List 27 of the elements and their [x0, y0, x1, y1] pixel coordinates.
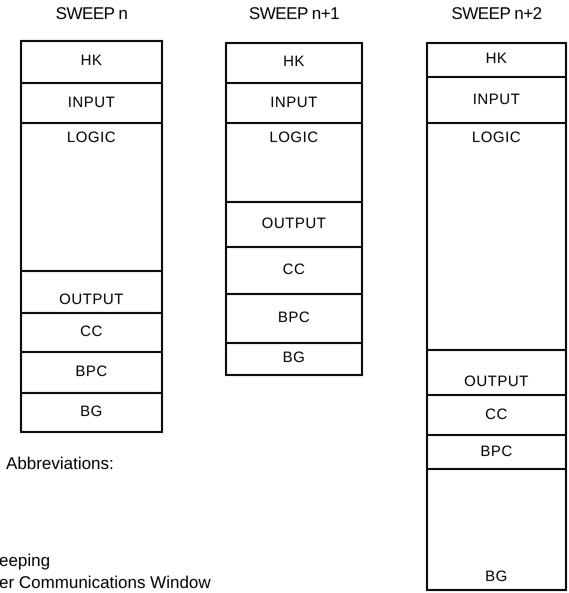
segment-label: INPUT [472, 92, 520, 108]
segment-label: INPUT [270, 94, 318, 112]
note-text: er Communications Window [0, 573, 211, 593]
segment-label: BPC [75, 364, 108, 381]
segment-label: CC [80, 324, 103, 341]
segment-label: HK [80, 52, 102, 70]
segment-label: BG [485, 568, 508, 585]
note-text: eeping [0, 551, 50, 571]
segment-label: OUTPUT [464, 374, 529, 390]
segment-label: CC [485, 406, 508, 424]
segment-label: BPC [278, 310, 310, 327]
segment-label: BPC [480, 444, 513, 460]
segment-label: CC [282, 262, 306, 279]
segment-label: LOGIC [66, 130, 116, 146]
segment-label: OUTPUT [262, 216, 326, 233]
segment-label: LOGIC [269, 130, 319, 146]
segment-label: LOGIC [472, 130, 522, 146]
column-heading: SWEEP n+1 [248, 4, 340, 24]
segment-label: OUTPUT [59, 292, 124, 308]
segment-label: INPUT [68, 94, 116, 112]
column-heading: SWEEP n [54, 4, 128, 24]
segment-label: BG [282, 350, 306, 366]
segment-label: HK [486, 50, 508, 68]
note-text: Abbreviations: [6, 454, 114, 474]
column-heading: SWEEP n+2 [450, 4, 543, 24]
segment-label: HK [283, 54, 305, 70]
segment-label: BG [80, 404, 103, 421]
